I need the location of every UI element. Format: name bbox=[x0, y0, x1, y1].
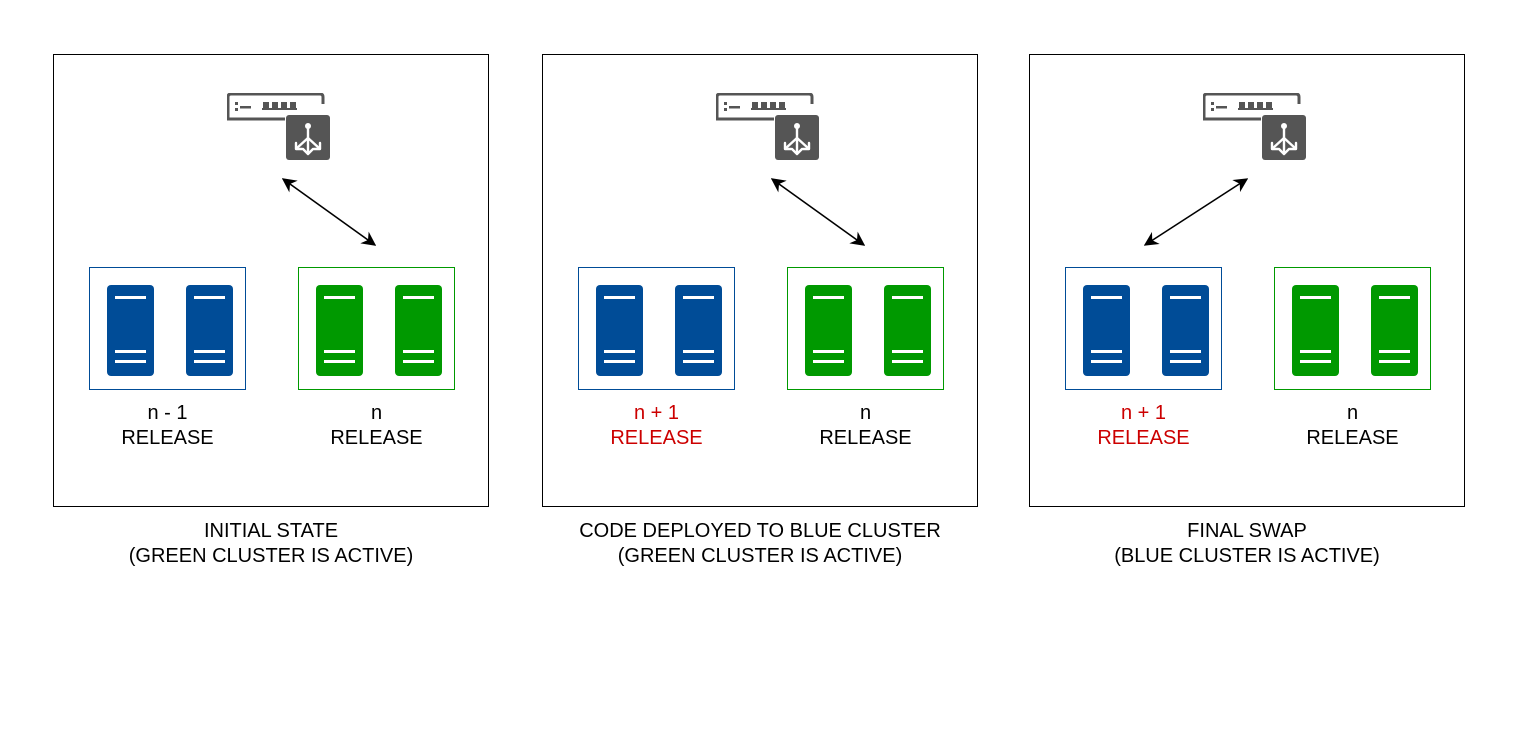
deployment-stage-panel: n + 1 RELEASE n RELEASE bbox=[542, 54, 978, 507]
release-label: RELEASE bbox=[330, 427, 423, 449]
green-cluster bbox=[787, 267, 944, 390]
traffic-arrow bbox=[281, 178, 377, 246]
release-version: n bbox=[859, 402, 872, 424]
stage-subtitle: (BLUE CLUSTER IS ACTIVE) bbox=[1114, 545, 1380, 567]
server-icon bbox=[395, 285, 442, 376]
server-icon bbox=[1292, 285, 1339, 376]
server-icon bbox=[596, 285, 643, 376]
server-icon bbox=[107, 285, 154, 376]
blue-cluster bbox=[578, 267, 735, 390]
green-cluster bbox=[1274, 267, 1431, 390]
stage-caption: INITIAL STATE (GREEN CLUSTER IS ACTIVE) bbox=[53, 519, 489, 569]
green-cluster-release-label: n RELEASE bbox=[298, 401, 455, 451]
server-icon bbox=[1371, 285, 1418, 376]
server-icon bbox=[884, 285, 931, 376]
server-icon bbox=[805, 285, 852, 376]
release-version: n - 1 bbox=[147, 402, 188, 424]
blue-cluster-release-label: n - 1 RELEASE bbox=[89, 401, 246, 451]
green-cluster-release-label: n RELEASE bbox=[1274, 401, 1431, 451]
stage-title: FINAL SWAP bbox=[1187, 520, 1307, 542]
release-label: RELEASE bbox=[121, 427, 214, 449]
green-cluster-release-label: n RELEASE bbox=[787, 401, 944, 451]
release-version: n + 1 bbox=[1120, 402, 1167, 424]
stage-title: CODE DEPLOYED TO BLUE CLUSTER bbox=[579, 520, 941, 542]
stage-subtitle: (GREEN CLUSTER IS ACTIVE) bbox=[128, 545, 414, 567]
server-icon bbox=[316, 285, 363, 376]
release-label: RELEASE bbox=[610, 427, 703, 449]
load-balancer-icon bbox=[716, 93, 819, 160]
stage-title: INITIAL STATE bbox=[203, 520, 339, 542]
load-balancer-icon bbox=[227, 93, 330, 160]
release-version: n bbox=[370, 402, 383, 424]
stage-caption: CODE DEPLOYED TO BLUE CLUSTER (GREEN CLU… bbox=[542, 519, 978, 569]
stage-caption: FINAL SWAP (BLUE CLUSTER IS ACTIVE) bbox=[1029, 519, 1465, 569]
blue-cluster-release-label: n + 1 RELEASE bbox=[578, 401, 735, 451]
traffic-arrow bbox=[1143, 178, 1249, 246]
traffic-arrow bbox=[770, 178, 866, 246]
green-cluster bbox=[298, 267, 455, 390]
release-label: RELEASE bbox=[819, 427, 912, 449]
load-balancer-icon bbox=[1203, 93, 1306, 160]
release-label: RELEASE bbox=[1097, 427, 1190, 449]
blue-cluster-release-label: n + 1 RELEASE bbox=[1065, 401, 1222, 451]
server-icon bbox=[675, 285, 722, 376]
server-icon bbox=[1083, 285, 1130, 376]
release-version: n + 1 bbox=[633, 402, 680, 424]
deployment-stage-panel: n + 1 RELEASE n RELEASE bbox=[1029, 54, 1465, 507]
blue-cluster bbox=[89, 267, 246, 390]
release-label: RELEASE bbox=[1306, 427, 1399, 449]
release-version: n bbox=[1346, 402, 1359, 424]
server-icon bbox=[1162, 285, 1209, 376]
server-icon bbox=[186, 285, 233, 376]
blue-cluster bbox=[1065, 267, 1222, 390]
stage-subtitle: (GREEN CLUSTER IS ACTIVE) bbox=[617, 545, 903, 567]
deployment-stage-panel: n - 1 RELEASE n RELEASE bbox=[53, 54, 489, 507]
